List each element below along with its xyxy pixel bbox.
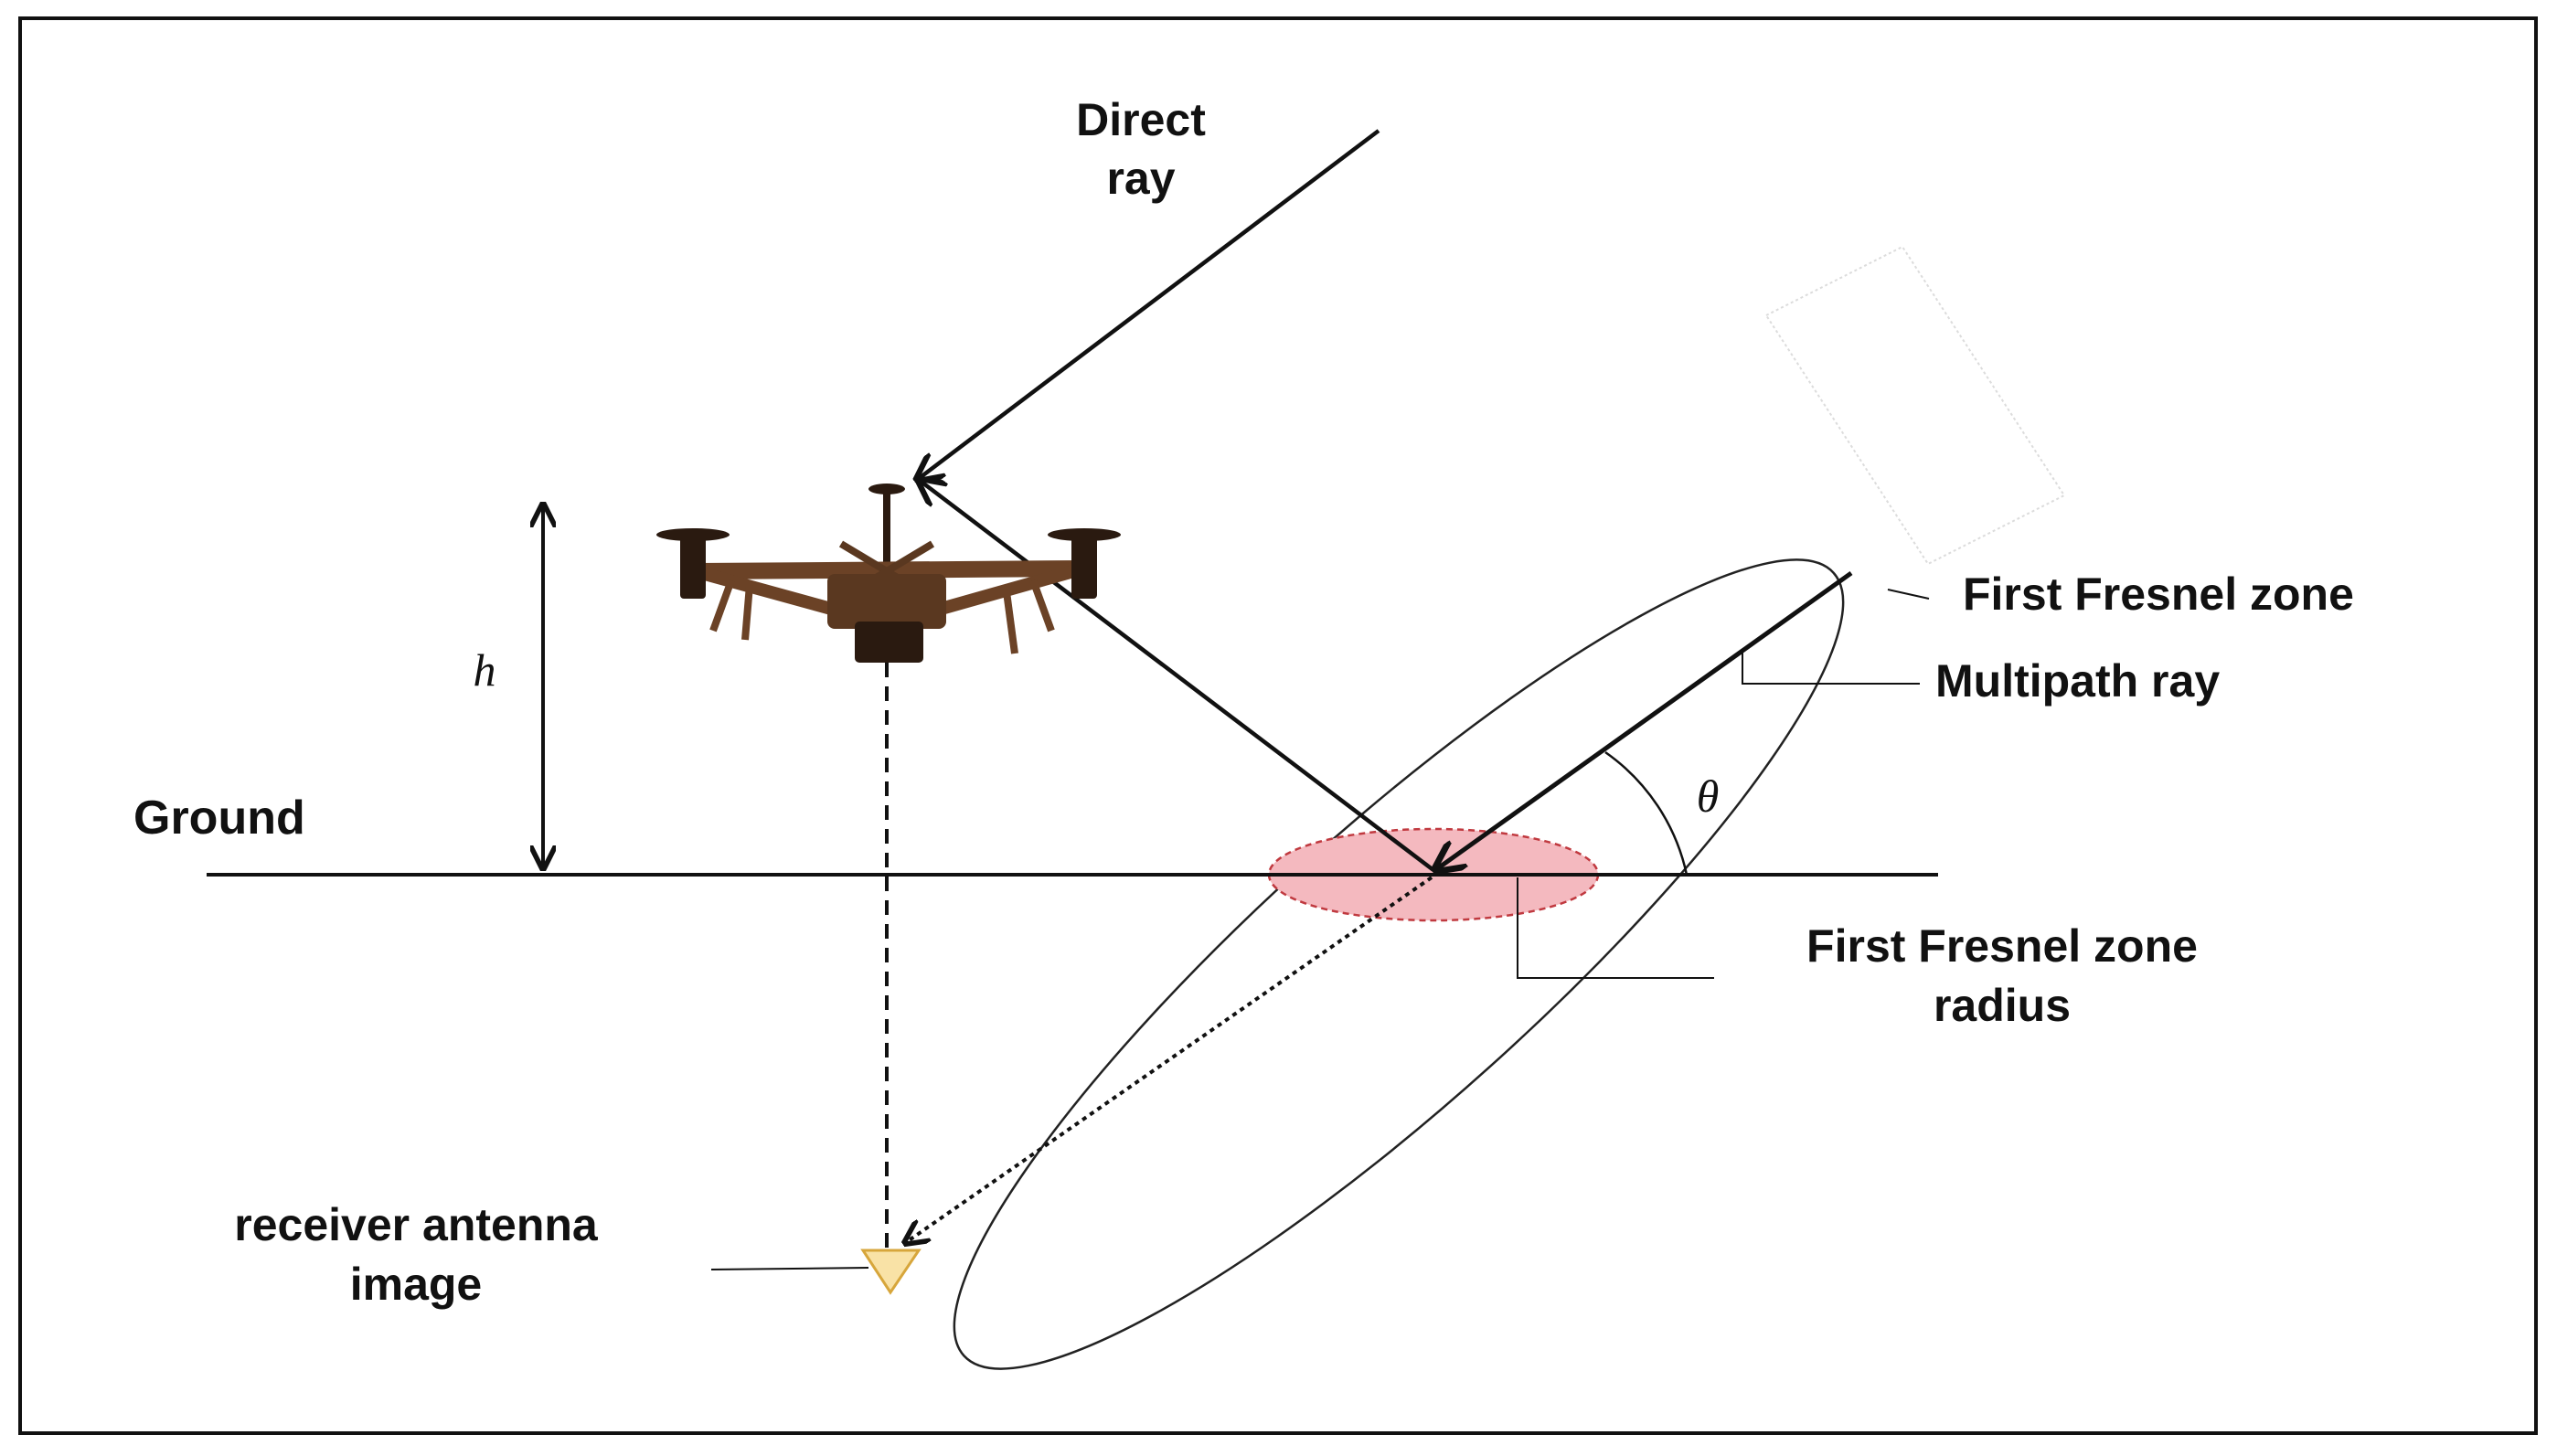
receiver-leader-line <box>710 1267 869 1270</box>
direct-ray-label-line1: Direct <box>1076 94 1206 145</box>
first-fresnel-zone-label: First Fresnel zone <box>1963 569 2354 620</box>
diagram-frame <box>18 16 2538 1435</box>
direct-ray-arrow <box>917 129 1380 480</box>
antenna-image-dotted-line <box>905 876 1433 1243</box>
fresnel-radius-label-line1: First Fresnel zone <box>1806 920 2198 972</box>
fresnel-radius-leader-line <box>1517 877 1714 979</box>
theta-label: θ <box>1697 771 1720 822</box>
theta-angle-arc <box>1604 750 1689 876</box>
receiver-antenna-triangle-icon <box>860 1249 922 1295</box>
direct-ray-label-line2: ray <box>1106 153 1175 204</box>
receiver-antenna-label-line2: image <box>350 1259 483 1310</box>
quadcopter-drone-icon <box>656 484 1121 663</box>
fresnel-zone-leader-line <box>1887 589 1930 600</box>
reflected-ray-arrow <box>919 480 1435 872</box>
multipath-ray-label: Multipath ray <box>1935 655 2220 707</box>
multipath-ray-arrow <box>1435 570 1853 870</box>
multipath-leader-line <box>1742 651 1920 685</box>
receiver-antenna-label-line1: receiver antenna <box>234 1199 599 1250</box>
ground-label: Ground <box>133 792 305 845</box>
faint-rotated-box <box>1764 245 2066 566</box>
first-fresnel-zone-ellipse <box>953 558 1845 1370</box>
fresnel-radius-label-line2: radius <box>1934 980 2071 1031</box>
height-label: h <box>474 644 496 696</box>
